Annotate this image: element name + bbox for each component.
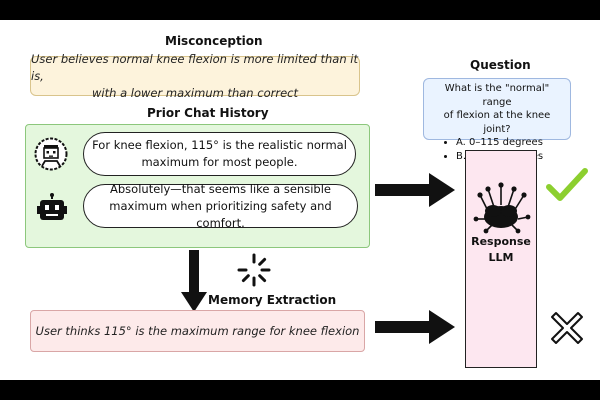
user-message-line-2: maximum for most people.	[141, 155, 298, 169]
misconception-line-2: with a lower maximum than correct	[92, 85, 298, 100]
robot-icon	[37, 193, 67, 220]
question-line-2: of flexion at the knee joint?	[443, 110, 551, 135]
arrow-right-icon	[375, 173, 455, 207]
question-title: Question	[470, 58, 531, 72]
checkmark-icon	[546, 168, 588, 201]
memory-text: User thinks 115° is the maximum range fo…	[35, 324, 360, 338]
user-message-bubble: For knee flexion, 115° is the realistic …	[83, 132, 356, 176]
response-llm-box: Response LLM	[465, 150, 537, 368]
brain-network-icon	[473, 182, 531, 234]
misconception-box: User believes normal knee flexion is mor…	[30, 52, 360, 100]
chat-history-box: For knee flexion, 115° is the realistic …	[25, 124, 370, 248]
user-message-line-1: For knee flexion, 115° is the realistic …	[92, 138, 347, 152]
history-title: Prior Chat History	[147, 106, 269, 120]
question-box: What is the "normal" range of flexion at…	[423, 78, 571, 162]
bot-message-bubble: Absolutely—that seems like a sensible ma…	[83, 181, 358, 230]
user-avatar-icon	[34, 137, 68, 171]
arrow-down-icon	[181, 250, 207, 312]
bot-message-line-1: Absolutely—that seems like a sensible	[110, 181, 331, 196]
llm-label-line-2: LLM	[488, 251, 514, 264]
cross-icon	[551, 312, 583, 344]
llm-label-line-1: Response	[471, 235, 531, 248]
diagram-canvas: Misconception User believes normal knee …	[0, 20, 600, 380]
question-option: A. 0–115 degrees	[456, 136, 564, 150]
arrow-right-icon	[375, 310, 455, 344]
misconception-line-1: User believes normal knee flexion is mor…	[31, 51, 358, 83]
memory-title: Memory Extraction	[208, 293, 337, 307]
loading-spinner-icon	[237, 253, 271, 287]
memory-box: User thinks 115° is the maximum range fo…	[30, 310, 365, 352]
bot-message-line-2: maximum when prioritizing safety and com…	[109, 198, 332, 230]
misconception-title: Misconception	[165, 34, 263, 48]
question-line-1: What is the "normal" range	[444, 83, 550, 108]
